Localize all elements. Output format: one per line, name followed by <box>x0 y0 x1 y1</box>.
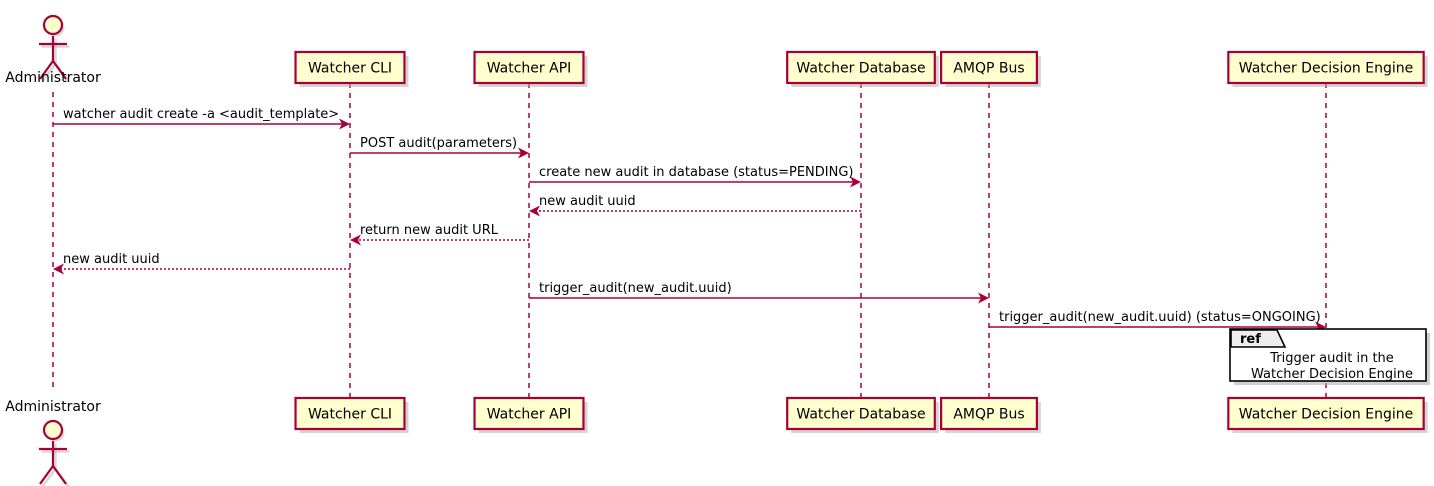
message-arrowhead-6 <box>53 263 64 275</box>
message-7[interactable]: trigger_audit(new_audit.uuid) <box>529 281 989 304</box>
message-arrowhead-4 <box>529 205 540 217</box>
message-arrowhead-3 <box>850 176 861 188</box>
participant-label-watcher-cli: Watcher CLI <box>308 61 392 77</box>
participant-label-watcher-cli: Watcher CLI <box>308 407 392 423</box>
message-label-1: watcher audit create -a <audit_template> <box>63 107 339 122</box>
participant-label-watcher-api: Watcher API <box>487 407 572 423</box>
participant-watcher-database[interactable]: Watcher Database <box>786 50 939 87</box>
message-label-6: new audit uuid <box>63 252 160 267</box>
message-label-7: trigger_audit(new_audit.uuid) <box>539 281 732 296</box>
participant-watcher-cli[interactable]: Watcher CLI <box>294 396 409 433</box>
participant-watcher-api[interactable]: Watcher API <box>473 50 588 87</box>
participant-label-watcher-api: Watcher API <box>487 61 572 77</box>
message-6[interactable]: new audit uuid <box>53 252 350 275</box>
actor-administrator[interactable]: Administrator <box>5 14 101 86</box>
participant-label-watcher-decision-engine: Watcher Decision Engine <box>1239 61 1413 77</box>
message-label-3: create new audit in database (status=PEN… <box>539 165 854 180</box>
message-label-8: trigger_audit(new_audit.uuid) (status=ON… <box>999 310 1321 325</box>
message-2[interactable]: POST audit(parameters) <box>350 136 529 159</box>
actor-administrator[interactable]: Administrator <box>5 399 101 486</box>
ref-tab-label: ref <box>1240 332 1261 347</box>
participant-label-amqp-bus: AMQP Bus <box>953 61 1024 77</box>
messages-group: watcher audit create -a <audit_template>… <box>53 107 1326 333</box>
participant-watcher-api[interactable]: Watcher API <box>473 396 588 433</box>
actor-label-administrator: Administrator <box>5 70 101 86</box>
participant-watcher-decision-engine[interactable]: Watcher Decision Engine <box>1227 396 1428 433</box>
participant-label-watcher-decision-engine: Watcher Decision Engine <box>1239 407 1413 423</box>
participant-amqp-bus[interactable]: AMQP Bus <box>940 396 1041 433</box>
message-4[interactable]: new audit uuid <box>529 194 861 217</box>
participant-watcher-decision-engine[interactable]: Watcher Decision Engine <box>1227 50 1428 87</box>
lifelines-group <box>52 83 1327 398</box>
message-arrowhead-2 <box>518 147 529 159</box>
ref-tab <box>1230 329 1287 348</box>
participants-top-group: Administrator Watcher CLI Watcher API Watch… <box>5 14 1428 87</box>
message-arrowhead-1 <box>339 118 350 130</box>
participant-label-amqp-bus: AMQP Bus <box>953 407 1024 423</box>
message-8[interactable]: trigger_audit(new_audit.uuid) (status=ON… <box>989 310 1326 333</box>
actor-label-administrator: Administrator <box>5 399 101 415</box>
ref-text-line-1: Trigger audit in the <box>1269 351 1394 366</box>
participant-amqp-bus[interactable]: AMQP Bus <box>940 50 1041 87</box>
participant-watcher-database[interactable]: Watcher Database <box>786 396 939 433</box>
message-arrowhead-7 <box>978 292 989 304</box>
message-5[interactable]: return new audit URL <box>350 223 529 246</box>
message-arrowhead-5 <box>350 234 361 246</box>
participant-label-watcher-database: Watcher Database <box>796 61 925 77</box>
message-label-2: POST audit(parameters) <box>360 136 517 151</box>
participant-watcher-cli[interactable]: Watcher CLI <box>294 50 409 87</box>
message-1[interactable]: watcher audit create -a <audit_template> <box>53 107 350 130</box>
message-3[interactable]: create new audit in database (status=PEN… <box>529 165 861 188</box>
participant-label-watcher-database: Watcher Database <box>796 407 925 423</box>
ref-text-line-2: Watcher Decision Engine <box>1251 367 1413 382</box>
message-label-4: new audit uuid <box>539 194 636 209</box>
message-label-5: return new audit URL <box>360 223 499 238</box>
